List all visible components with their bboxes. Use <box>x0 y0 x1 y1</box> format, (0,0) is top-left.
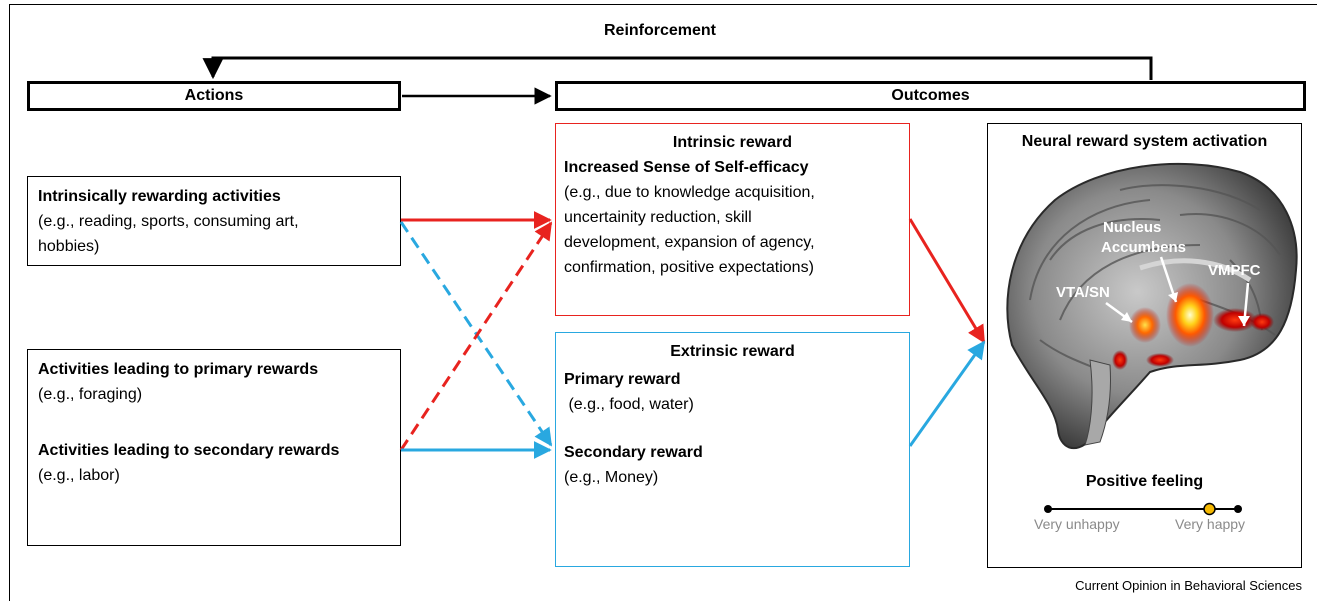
vta-sn-label: VTA/SN <box>1056 284 1110 301</box>
intrinsic-reward-line-1: (e.g., due to knowledge acquisition, <box>564 184 815 201</box>
secondary-activities-desc: (e.g., labor) <box>38 467 120 484</box>
intrinsic-activities-box: Intrinsically rewarding activities (e.g.… <box>27 176 401 266</box>
intrinsic-activity-to-extrinsic-reward-arrow <box>399 221 553 447</box>
extrinsic-activity-to-intrinsic-reward-arrow <box>399 221 553 451</box>
outcomes-header-label: Outcomes <box>891 87 970 104</box>
intrinsic-activities-desc-2: hobbies) <box>38 238 100 255</box>
figure-frame <box>9 4 1317 601</box>
intrinsic-reward-line-2: uncertainity reduction, skill <box>564 209 752 226</box>
journal-footer: Current Opinion in Behavioral Sciences <box>1075 578 1302 593</box>
feeling-scale-right-end <box>1234 505 1242 513</box>
extrinsic-reward-to-neural-arrow <box>908 340 986 447</box>
reinforcement-arrow <box>202 56 1153 80</box>
intrinsic-reward-title: Intrinsic reward <box>672 134 793 151</box>
primary-reward-title: Primary reward <box>564 371 681 388</box>
extrinsic-reward-box: Extrinsic reward Primary reward (e.g., f… <box>555 332 910 567</box>
scale-right-label: Very happy <box>1175 516 1246 532</box>
vmpfc-label: VMPFC <box>1208 262 1261 279</box>
positive-feeling-title: Positive feeling <box>1085 473 1204 490</box>
intrinsic-activities-title: Intrinsically rewarding activities <box>38 188 281 205</box>
feeling-scale-left-end <box>1044 505 1052 513</box>
accumbens-label: Accumbens <box>1101 239 1186 256</box>
intrinsic-reward-subtitle: Increased Sense of Self-efficacy <box>564 159 809 176</box>
scale-left-label: Very unhappy <box>1034 516 1120 532</box>
intrinsic-activities-desc-1: (e.g., reading, sports, consuming art, <box>38 213 299 230</box>
neural-activation-title: Neural reward system activation <box>1021 133 1268 150</box>
primary-reward-desc: (e.g., food, water) <box>564 396 694 413</box>
secondary-reward-title: Secondary reward <box>564 444 703 461</box>
actions-header: Actions <box>27 81 401 111</box>
intrinsic-reward-line-3: development, expansion of agency, <box>564 234 815 251</box>
brain-image: Nucleus Accumbens VMPFC VTA/SN <box>1006 162 1298 450</box>
outcomes-header: Outcomes <box>555 81 1306 111</box>
extrinsic-reward-title: Extrinsic reward <box>670 343 795 360</box>
feeling-level-marker <box>1203 502 1216 516</box>
actions-header-label: Actions <box>184 87 244 104</box>
intrinsic-reward-line-4: confirmation, positive expectations) <box>564 259 814 276</box>
secondary-reward-desc: (e.g., Money) <box>564 469 659 486</box>
extrinsic-activities-box: Activities leading to primary rewards (e… <box>27 349 401 546</box>
primary-activities-title: Activities leading to primary rewards <box>38 361 319 378</box>
secondary-activities-title: Activities leading to secondary rewards <box>38 442 340 459</box>
primary-activities-desc: (e.g., foraging) <box>38 386 143 403</box>
intrinsic-reward-box: Intrinsic reward Increased Sense of Self… <box>555 123 910 316</box>
reinforcement-label: Reinforcement <box>603 22 717 39</box>
nucleus-label: Nucleus <box>1103 219 1161 236</box>
intrinsic-reward-to-neural-arrow <box>908 218 986 344</box>
